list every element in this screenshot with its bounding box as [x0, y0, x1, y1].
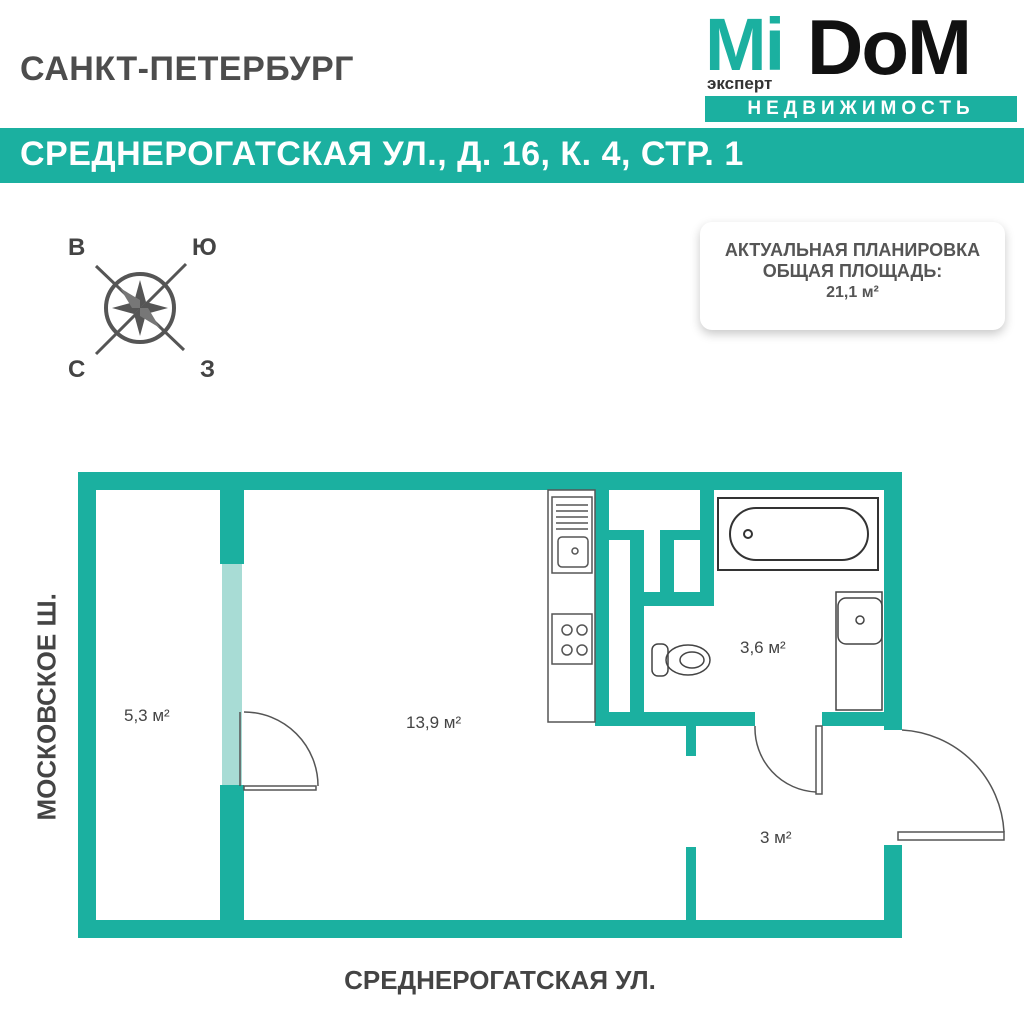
info-line-3: 21,1 м²: [826, 284, 879, 301]
balcony-window: [222, 564, 242, 785]
balcony-door: [239, 711, 319, 791]
street-label-bottom: СРЕДНЕРОГАТСКАЯ УЛ.: [344, 965, 656, 995]
logo-bar: НЕДВИЖИМОСТЬ: [705, 96, 1017, 122]
kitchen-unit: [547, 489, 596, 723]
street-label-left: МОСКОВСКОЕ Ш.: [31, 593, 62, 821]
room-area-balcony: 5,3 м²: [124, 706, 170, 725]
compass-icon: [94, 262, 188, 356]
info-line-1: АКТУАЛЬНАЯ ПЛАНИРОВКА: [724, 240, 981, 260]
compass-label-top-left: В: [68, 234, 86, 261]
room-area-bathroom: 3,6 м²: [740, 638, 786, 657]
compass-label-bottom-left: С: [68, 356, 86, 383]
room-area-hall: 3 м²: [760, 828, 792, 847]
logo-mi: Mi: [705, 3, 785, 86]
bathroom-sink: [835, 591, 883, 711]
info-line-2: ОБЩАЯ ПЛОЩАДЬ:: [762, 261, 943, 281]
compass-rose: В Ю С З: [60, 230, 240, 390]
city-title: САНКТ-ПЕТЕРБУРГ: [20, 50, 354, 88]
bathtub: [717, 497, 879, 571]
info-card: АКТУАЛЬНАЯ ПЛАНИРОВКА ОБЩАЯ ПЛОЩАДЬ: 21,…: [700, 222, 1005, 330]
compass-label-top-right: Ю: [192, 234, 217, 261]
entrance-door: [897, 729, 1005, 841]
room-area-main: 13,9 м²: [406, 713, 462, 732]
toilet: [651, 643, 711, 677]
address-title: СРЕДНЕРОГАТСКАЯ УЛ., Д. 16, К. 4, СТР. 1: [20, 135, 744, 173]
logo-expert: эксперт: [707, 74, 773, 93]
walls: [78, 472, 902, 938]
company-logo: Mi DoM эксперт НЕДВИЖИМОСТЬ: [705, 3, 1017, 122]
compass-label-bottom-right: З: [200, 356, 216, 383]
bathroom-door: [754, 725, 823, 795]
address-banner: [0, 128, 1024, 183]
logo-dom: DoM: [807, 3, 972, 91]
